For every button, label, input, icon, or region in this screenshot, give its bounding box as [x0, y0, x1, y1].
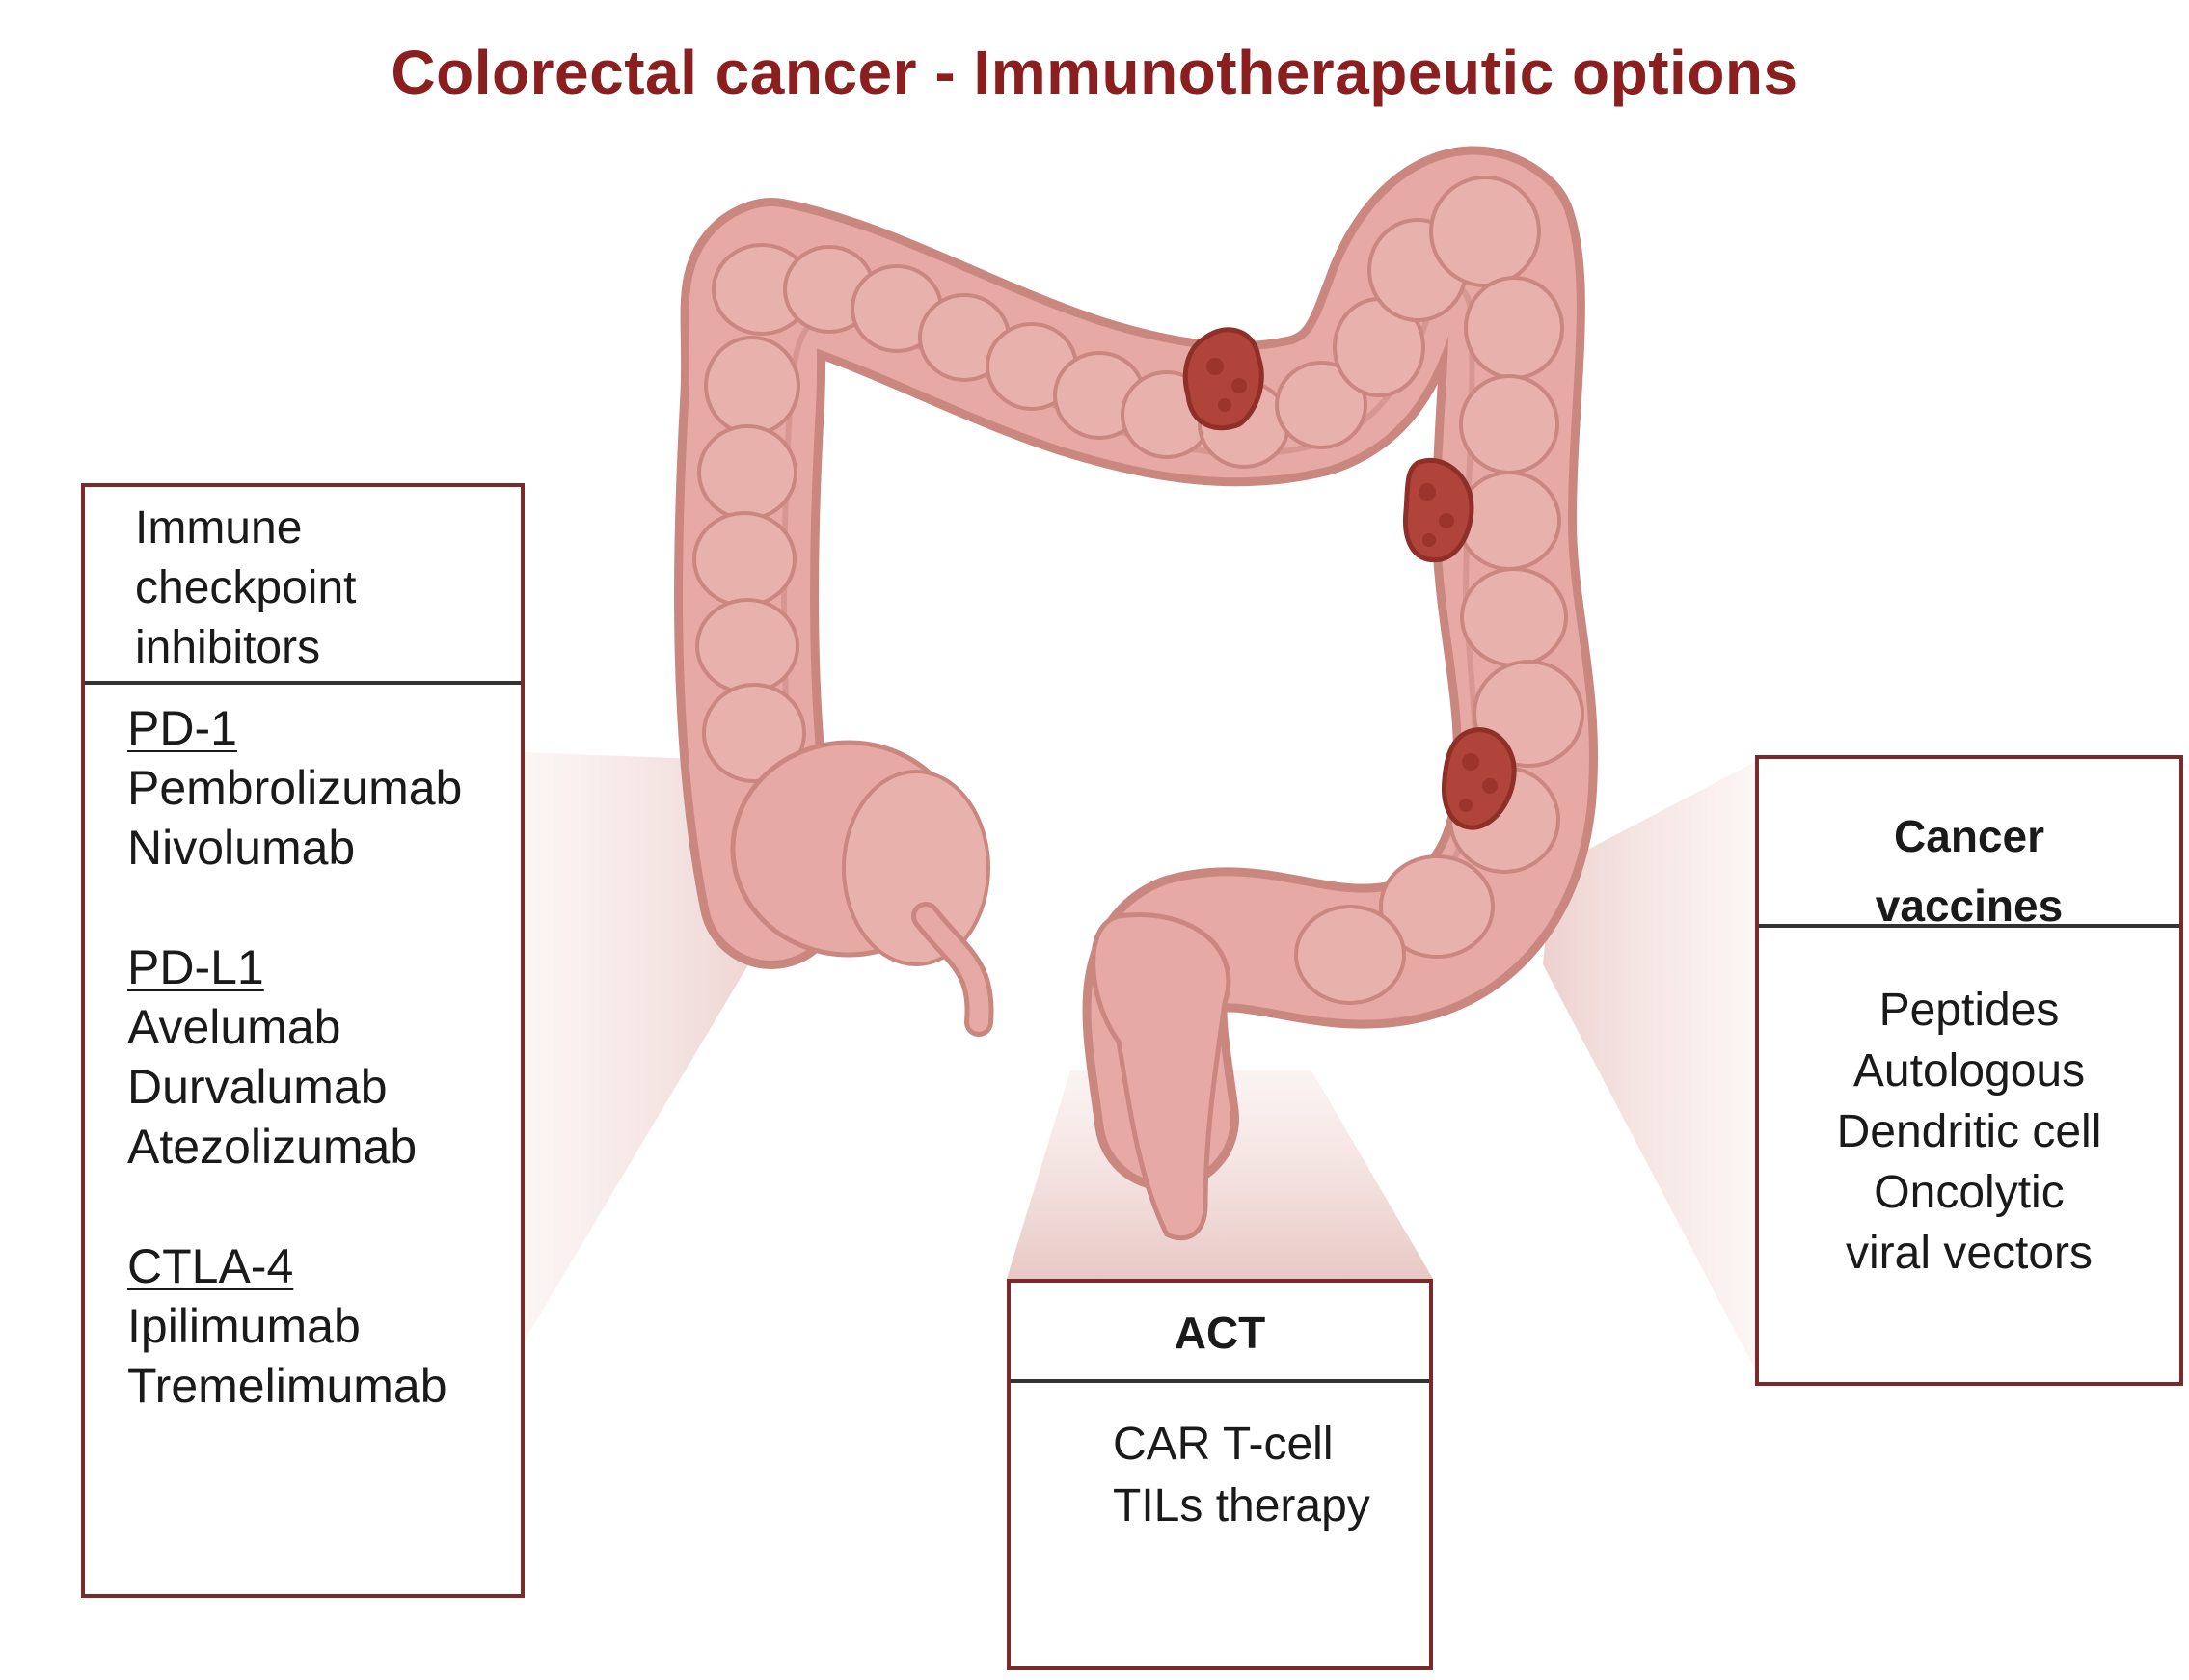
drug-item: Durvalumab — [127, 1060, 388, 1114]
target-ctla4: CTLA-4 — [127, 1239, 294, 1293]
vaccine-item: Oncolytic — [1874, 1167, 2065, 1218]
target-pd1: PD-1 — [127, 701, 237, 755]
checkpoint-inhibitors-heading: Immune checkpoint inhibitors — [85, 487, 521, 685]
drug-item: Pembrolizumab — [127, 761, 463, 815]
vaccine-item: Peptides — [1878, 985, 2060, 1036]
drug-item: Tremelimumab — [127, 1359, 447, 1413]
checkpoint-inhibitors-box: Immune checkpoint inhibitors PD-1 Pembro… — [81, 483, 525, 1598]
vaccine-item: viral vectors — [1845, 1228, 2094, 1279]
cancer-vaccines-list: Peptides Autologous Dendritic cell Oncol… — [1759, 928, 2179, 1284]
cancer-vaccines-heading-row: Cancer vaccines — [1759, 759, 2179, 931]
cancer-vaccines-heading: Cancer — [1894, 811, 2044, 861]
act-item: TILs therapy — [1113, 1480, 1370, 1531]
act-list: CAR T-cell TILs therapy — [1011, 1383, 1429, 1537]
beam-right — [1543, 762, 1755, 1369]
target-pdl1: PD-L1 — [127, 940, 264, 994]
drug-item: Atezolizumab — [127, 1120, 418, 1174]
act-heading-row: ACT — [1011, 1283, 1429, 1383]
heading-line: Immune — [135, 502, 303, 554]
drug-item: Avelumab — [127, 1000, 341, 1054]
drug-item: Ipilimumab — [127, 1299, 361, 1353]
vaccine-item: Autologous — [1852, 1045, 2086, 1097]
diagram-title: Colorectal cancer - Immunotherapeutic op… — [391, 38, 1798, 107]
vaccine-item: Dendritic cell — [1836, 1106, 2102, 1157]
heading-line: inhibitors — [135, 622, 321, 673]
act-box: ACT CAR T-cell TILs therapy — [1007, 1279, 1433, 1670]
act-heading: ACT — [1174, 1308, 1266, 1358]
drug-item: Nivolumab — [127, 821, 356, 875]
cancer-vaccines-box: Cancer vaccines Peptides Autologous Dend… — [1755, 755, 2183, 1386]
checkpoint-inhibitors-list: PD-1 Pembrolizumab Nivolumab PD-L1 Avelu… — [85, 685, 521, 1416]
act-item: CAR T-cell — [1113, 1419, 1334, 1470]
cancer-vaccines-heading: vaccines — [1875, 881, 2064, 931]
heading-line: checkpoint — [135, 562, 357, 613]
